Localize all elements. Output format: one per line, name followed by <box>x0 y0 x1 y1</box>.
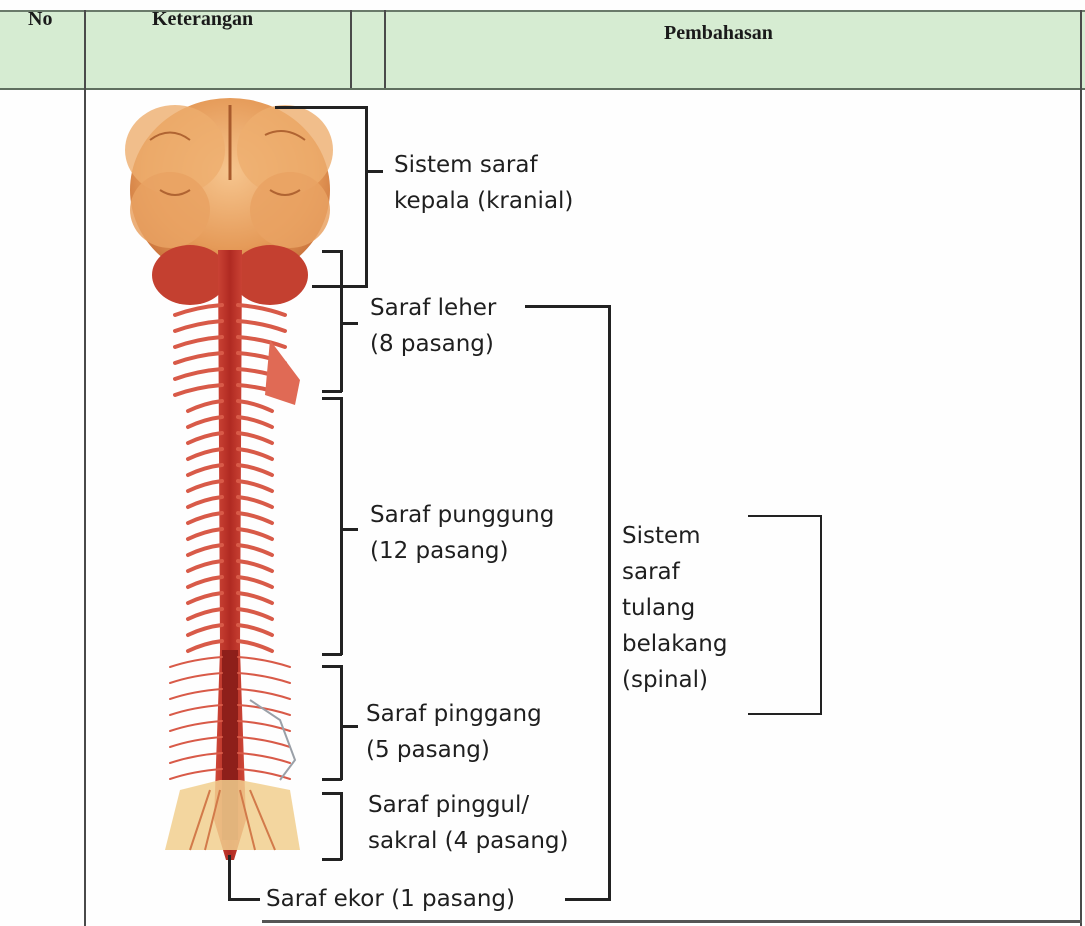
bracket-cervical-bottom <box>322 390 342 393</box>
bracket-cranial-tick <box>365 170 383 173</box>
nerve-branch <box>238 593 272 603</box>
bracket-spinal-system <box>748 515 822 715</box>
nerve-branch <box>238 417 272 427</box>
bracket-thoracic-top <box>322 397 342 400</box>
nerve-branch <box>175 385 222 395</box>
spinal-link-vertical <box>608 305 611 901</box>
bracket-sacral-top <box>322 792 342 795</box>
nerve-branch <box>238 609 272 619</box>
bracket-lumbar-top <box>322 665 342 668</box>
nerve-branch <box>175 369 222 379</box>
nerve-branch <box>238 545 272 555</box>
nerve-branch <box>238 305 285 315</box>
nerve-branch <box>188 561 222 571</box>
nerve-branch <box>238 465 272 475</box>
nerve-branch <box>188 625 222 635</box>
bracket-cervical-vertical <box>340 250 343 392</box>
nerve-branch <box>175 337 222 347</box>
nerve-branch <box>238 689 290 699</box>
nerve-branch <box>188 449 222 459</box>
nerve-branch <box>238 625 272 635</box>
nerve-branch <box>238 673 290 683</box>
nerve-branch <box>170 689 222 699</box>
nerve-branch <box>188 577 222 587</box>
bracket-cervical-tick <box>340 322 358 325</box>
bracket-sacral-bottom <box>322 858 342 861</box>
bracket-thoracic-tick <box>340 528 358 531</box>
nerve-branch <box>238 497 272 507</box>
label-sacral: Saraf pinggul/ sakral (4 pasang) <box>368 787 569 859</box>
coccygeal-line-horizontal <box>228 898 260 901</box>
nerve-branch <box>188 497 222 507</box>
nerve-branch <box>188 465 222 475</box>
nerve-branch <box>170 737 222 747</box>
label-spinal: Sistem saraf tulang belakang (spinal) <box>622 518 727 698</box>
nerve-branch <box>238 449 272 459</box>
spinal-link-top <box>525 305 610 308</box>
bracket-cranial-top <box>275 106 367 109</box>
nerve-branch <box>170 721 222 731</box>
nerve-branch <box>170 753 222 763</box>
bracket-lumbar-tick <box>340 725 358 728</box>
nerve-branch <box>188 513 222 523</box>
bracket-lumbar-vertical <box>340 665 343 780</box>
nerve-branch <box>238 433 272 443</box>
nerve-branch <box>238 529 272 539</box>
spinal-link-bottom <box>565 898 610 901</box>
label-cranial: Sistem saraf kepala (kranial) <box>394 147 573 219</box>
nerve-branch <box>238 737 290 747</box>
label-thoracic: Saraf punggung (12 pasang) <box>370 497 554 569</box>
nerve-branch <box>170 769 222 779</box>
nerve-branch <box>238 337 285 347</box>
nerve-branch <box>175 321 222 331</box>
nerve-branch <box>188 417 222 427</box>
nerve-branch <box>188 545 222 555</box>
nerve-branch <box>238 513 272 523</box>
bracket-cervical-top <box>322 250 342 253</box>
nerve-branch <box>188 481 222 491</box>
label-lumbar: Saraf pinggang (5 pasang) <box>366 696 542 768</box>
nerve-branch <box>188 529 222 539</box>
nerve-branch <box>170 657 222 667</box>
nerve-branch <box>238 641 272 651</box>
nerve-branch <box>238 561 272 571</box>
label-coccygeal: Saraf ekor (1 pasang) <box>266 881 515 917</box>
nerve-branch <box>170 673 222 683</box>
nerve-branch <box>188 593 222 603</box>
bracket-sacral-vertical <box>340 792 343 860</box>
label-cervical: Saraf leher (8 pasang) <box>370 290 496 362</box>
nerve-branch <box>238 321 285 331</box>
nerve-branch <box>170 705 222 715</box>
nerve-branch <box>238 401 272 411</box>
bracket-thoracic-bottom <box>322 653 342 656</box>
nerve-branch <box>188 433 222 443</box>
bracket-lumbar-bottom <box>322 778 342 781</box>
coccygeal-line-vertical <box>228 855 231 900</box>
bracket-thoracic-vertical <box>340 397 343 655</box>
nerve-branch <box>238 481 272 491</box>
nerve-branch <box>175 353 222 363</box>
nerve-branch <box>238 657 290 667</box>
nerve-branch <box>238 753 290 763</box>
bracket-cranial-vertical <box>365 106 368 288</box>
nerve-branch <box>188 609 222 619</box>
page-bottom-rule <box>262 920 1082 923</box>
nerve-branch <box>188 401 222 411</box>
nerve-branch <box>238 577 272 587</box>
nerve-branch <box>175 305 222 315</box>
nerve-branch <box>188 641 222 651</box>
